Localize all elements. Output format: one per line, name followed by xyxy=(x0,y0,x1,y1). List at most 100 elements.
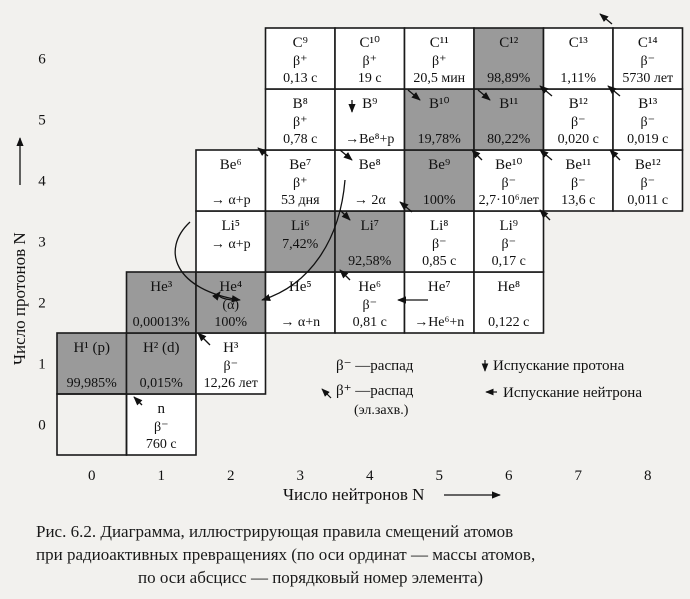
x-tick-label: 6 xyxy=(505,468,513,484)
x-tick-label: 5 xyxy=(436,468,444,484)
nuclide-line-2: 1,11% xyxy=(560,71,596,86)
cell-box xyxy=(612,27,684,90)
grid-lines xyxy=(56,393,128,456)
cell-he-8: He⁷→He⁶+n xyxy=(403,271,475,334)
nuclide-name: Be⁸ xyxy=(359,157,381,173)
nuclide-line-1: β⁻ xyxy=(501,176,516,191)
nuclide-line-2: 19 с xyxy=(358,71,382,86)
nuclide-line-2: 92,58% xyxy=(348,254,392,269)
nuclide-line-2: 760 с xyxy=(146,437,177,452)
nuclide-name: C⁹ xyxy=(293,35,308,51)
nuclide-line-2: 12,26 лет xyxy=(204,376,258,391)
cell-he-6: He⁵→ α+n xyxy=(264,271,336,334)
nuclide-line-1: β⁺ xyxy=(293,115,308,130)
nuclide-line-1: β⁺ xyxy=(362,54,377,69)
caption-line-2: при радиоактивных превращениях (по оси о… xyxy=(36,545,535,564)
nuclide-name: Li⁹ xyxy=(499,218,518,234)
arrow-li8-to-be8 xyxy=(399,201,413,213)
nuclide-name: C¹⁴ xyxy=(638,35,658,51)
nuclide-line-2: 0,020 с xyxy=(558,132,599,147)
cell-be-19: Be¹⁰ β⁻ 2,7·10⁶лет xyxy=(473,149,545,212)
cell-b-23: B⁹→Be⁸+p xyxy=(334,88,406,151)
cell-box xyxy=(473,210,545,273)
nuclide-line-2: 0,81 с xyxy=(353,315,387,330)
nuclide-name: Be⁹ xyxy=(428,157,450,173)
nuclide-name: Li⁷ xyxy=(360,218,379,234)
cell-box xyxy=(542,27,614,90)
arrow-li5-curve xyxy=(174,221,241,303)
cell-box xyxy=(403,27,475,90)
cell-box xyxy=(473,27,545,90)
nuclide-name: B¹² xyxy=(569,96,589,112)
cell-box xyxy=(125,332,197,395)
decay-arrows xyxy=(133,13,621,406)
cell-box xyxy=(542,88,614,151)
nuclide-line-1: β⁻ xyxy=(640,115,655,130)
y-tick-label: 1 xyxy=(38,357,46,373)
nuclide-line-1: β⁻ xyxy=(571,115,586,130)
y-tick-label: 0 xyxy=(38,418,46,434)
cell-li-12: Li⁷ 92,58% xyxy=(334,210,406,273)
nuclide-line-2: 0,015% xyxy=(140,376,184,391)
nuclide-name: n xyxy=(158,401,166,417)
arrow-be11-to-b11 xyxy=(539,149,553,161)
y-tick-label: 6 xyxy=(38,52,46,68)
nuclide-line-2: 5730 лет xyxy=(622,71,673,86)
arrow-c11-to-b11 xyxy=(477,89,491,101)
legend-beta-plus-note: (эл.захв.) xyxy=(354,403,409,418)
arrow-c14-to-n14 xyxy=(599,13,613,25)
nuclide-line-2: 0,122 с xyxy=(488,315,529,330)
nuclide-name: Be⁶ xyxy=(220,157,242,173)
nuclide-name: Be¹⁰ xyxy=(495,157,522,173)
cell-box xyxy=(334,271,406,334)
caption-line-1: Рис. 6.2. Диаграмма, иллюстрирующая прав… xyxy=(36,522,513,541)
nuclide-line-1: β⁺ xyxy=(293,176,308,191)
arrow-he5-curve xyxy=(211,291,233,301)
nuclide-name: C¹³ xyxy=(569,35,589,51)
caption-line-3: по оси абсцисс — порядковый номер элемен… xyxy=(138,568,483,587)
x-tick-label: 4 xyxy=(366,468,374,484)
arrow-b13-to-c13 xyxy=(607,85,621,97)
cell-box xyxy=(334,210,406,273)
nuclide-line-1: β⁻ xyxy=(640,176,655,191)
nuclide-name: B¹³ xyxy=(638,96,658,112)
nuclide-name: Li⁵ xyxy=(221,218,240,234)
nuclide-line-1: β⁻ xyxy=(154,420,169,435)
arrow-be10-to-b10 xyxy=(471,149,483,161)
nuclide-name: C¹² xyxy=(499,35,519,51)
x-tick-label: 3 xyxy=(297,468,305,484)
cell-be-15: Be⁶→ α+p xyxy=(195,149,267,212)
y-axis-label-group: Число протонов N xyxy=(10,137,29,365)
arrow-b8-to-be8 xyxy=(339,149,353,161)
cell-c-32: C¹³ 1,11% xyxy=(542,27,614,90)
nuclide-name: C¹⁰ xyxy=(359,35,380,51)
nuclide-name: H² (d) xyxy=(143,340,180,356)
nuclide-name: B¹¹ xyxy=(499,96,518,112)
arrow-n-to-h1 xyxy=(133,396,143,406)
x-tick-label: 2 xyxy=(227,468,235,484)
arrow-h3-to-he3 xyxy=(197,332,211,346)
cell-box xyxy=(264,27,336,90)
x-tick-label: 1 xyxy=(158,468,166,484)
nuclide-name: B⁸ xyxy=(293,96,308,112)
cell-box xyxy=(125,271,197,334)
nuclide-line-2: 100% xyxy=(214,315,247,330)
arrow-li9-to-be9 xyxy=(539,209,551,221)
cell-box xyxy=(195,210,267,273)
y-tick-label: 3 xyxy=(38,235,46,251)
arrow-be6-to-li5 xyxy=(257,147,269,157)
nuclide-line-2: 2,7·10⁶лет xyxy=(479,193,539,208)
cell-li-10: Li⁵→ α+p xyxy=(195,210,267,273)
y-tick-label: 5 xyxy=(38,113,46,129)
